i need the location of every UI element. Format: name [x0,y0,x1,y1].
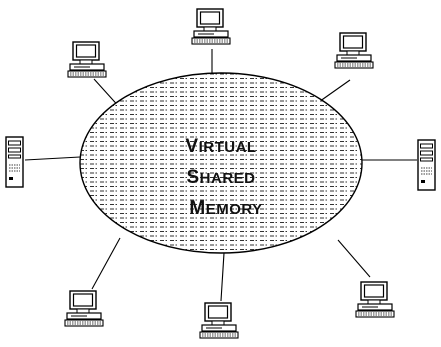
computer-bottom-center [199,302,239,339]
virtual-shared-memory-ellipse [79,72,363,254]
hub-label: VIRTUAL SHARED MEMORY [185,136,262,219]
computer-bottom-left [64,290,104,327]
computer-bottom-right [355,281,395,318]
computer-top-left [67,41,107,78]
link-bottom-center [220,252,225,302]
link-bottom-left [91,237,121,290]
hub-line-1: VIRTUAL [185,136,256,157]
hub-line-2: SHARED [186,167,255,188]
computer-top-right [334,32,374,69]
computer-left-tower [5,136,24,188]
hub-line-3: MEMORY [189,198,262,219]
connection-lines [24,49,417,302]
computer-right-tower [417,139,436,191]
link-left [24,156,81,161]
computer-top-center [191,8,231,45]
link-bottom-right [337,239,371,278]
